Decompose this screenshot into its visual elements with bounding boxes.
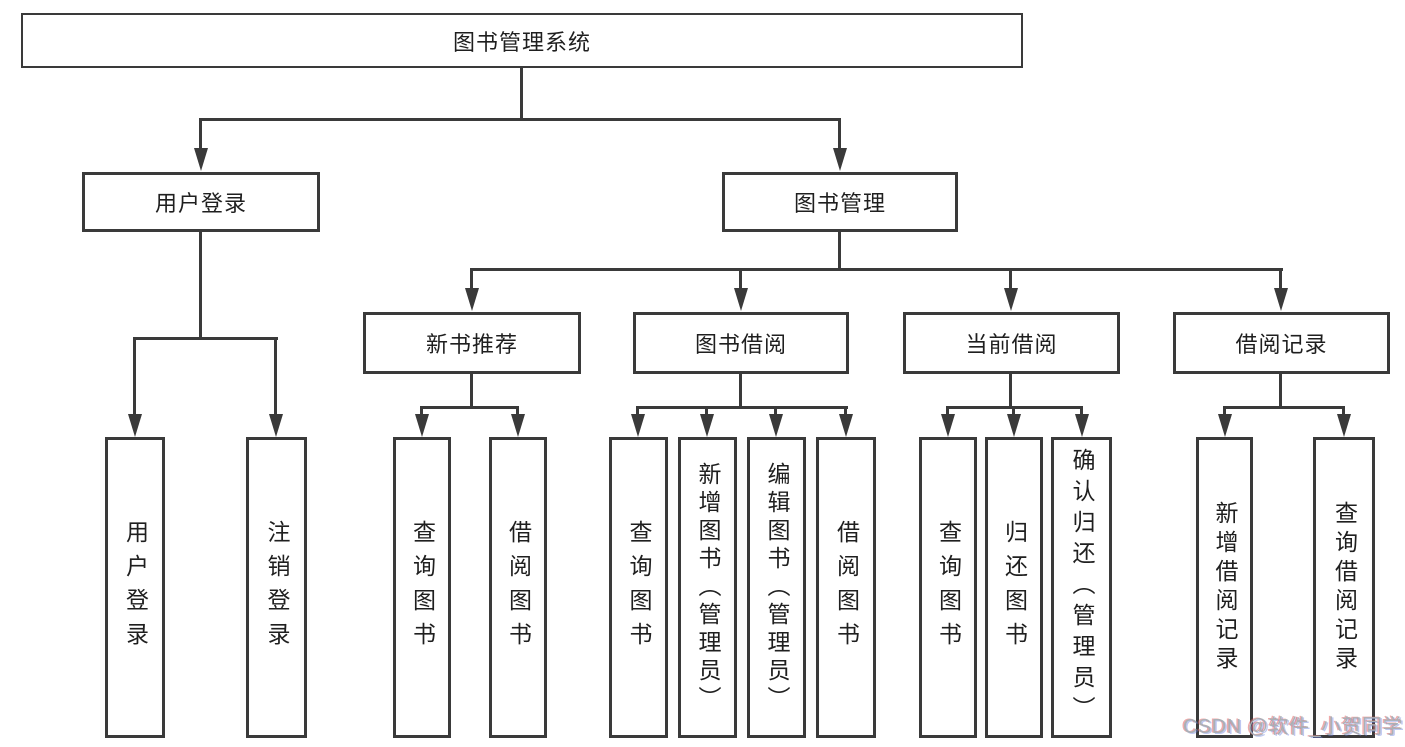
connector-current-borrow-stem: [1009, 374, 1012, 408]
connector-borrow-record-hbar: [1223, 406, 1345, 409]
arrowhead-current-borrow: [1004, 288, 1018, 311]
leaf-user-login-label: 用户登录: [122, 519, 149, 656]
arrowhead-borrow-record: [1274, 288, 1288, 311]
connector-root-stem: [520, 68, 523, 120]
node-user-login: 用户登录: [82, 172, 320, 232]
arrowhead-book-mgmt: [833, 148, 847, 171]
connector-book-borrow-hbar: [636, 406, 848, 409]
leaf-borrow-book-1-label: 借阅图书: [505, 519, 532, 656]
leaf-return-book: 归还图书: [985, 437, 1043, 738]
leaf-add-book-admin: 新增图书（管理员）: [678, 437, 737, 738]
arrowhead-leaf-borrow1: [511, 414, 525, 437]
node-borrow-record: 借阅记录: [1173, 312, 1390, 374]
leaf-borrow-book-2-label: 借阅图书: [833, 519, 860, 656]
leaf-query-book-3-label: 查询图书: [935, 519, 962, 656]
leaf-edit-book-admin-label: 编辑图书（管理员）: [764, 461, 790, 714]
connector-user-login-stem: [199, 232, 202, 339]
connector-to-leaf-user-login: [133, 337, 136, 416]
connector-to-borrow-record: [1279, 268, 1282, 290]
connector-to-leaf-add-record: [1223, 406, 1226, 416]
leaf-query-borrow-record-label: 查询借阅记录: [1331, 500, 1358, 675]
leaf-logout-label: 注销登录: [264, 519, 290, 656]
arrowhead-leaf-add-book: [700, 414, 714, 437]
leaf-edit-book-admin: 编辑图书（管理员）: [747, 437, 806, 738]
leaf-borrow-book-1: 借阅图书: [489, 437, 547, 738]
leaf-query-book-3: 查询图书: [919, 437, 977, 738]
arrowhead-book-borrow: [734, 288, 748, 311]
connector-book-borrow-stem: [739, 374, 742, 408]
connector-to-leaf-edit-book: [774, 406, 777, 416]
leaf-add-book-admin-label: 新增图书（管理员）: [695, 461, 721, 714]
arrowhead-leaf-borrow2: [839, 414, 853, 437]
connector-to-current-borrow: [1009, 268, 1012, 290]
node-root-label: 图书管理系统: [452, 29, 591, 55]
leaf-logout: 注销登录: [246, 437, 307, 738]
connector-borrow-record-stem: [1279, 374, 1282, 408]
node-book-management-label: 图书管理: [793, 191, 886, 216]
arrowhead-new-book: [465, 288, 479, 311]
leaf-confirm-return-admin: 确认归还（管理员）: [1051, 437, 1112, 738]
connector-to-leaf-logout: [274, 337, 277, 416]
node-new-book-recommend: 新书推荐: [363, 312, 581, 374]
arrowhead-leaf-query1: [415, 414, 429, 437]
connector-to-leaf-query1: [420, 406, 423, 416]
node-book-borrow: 图书借阅: [633, 312, 849, 374]
node-current-borrow-label: 当前借阅: [965, 332, 1058, 357]
node-book-borrow-label: 图书借阅: [694, 332, 787, 357]
connector-root-to-user-login: [199, 118, 202, 152]
leaf-query-borrow-record: 查询借阅记录: [1313, 437, 1375, 738]
leaf-add-borrow-record: 新增借阅记录: [1196, 437, 1253, 738]
arrowhead-leaf-user-login: [128, 414, 142, 437]
leaf-return-book-label: 归还图书: [1001, 519, 1028, 656]
arrowhead-leaf-edit-book: [769, 414, 783, 437]
arrowhead-leaf-query2: [631, 414, 645, 437]
csdn-watermark: CSDN @软件_小贺同学: [1183, 716, 1404, 738]
leaf-user-login: 用户登录: [105, 437, 165, 738]
node-current-borrow: 当前借阅: [903, 312, 1120, 374]
connector-new-book-stem: [470, 374, 473, 408]
connector-root-hbar: [199, 118, 841, 121]
connector-user-login-hbar: [133, 337, 278, 340]
node-book-management: 图书管理: [722, 172, 958, 232]
leaf-query-book-2: 查询图书: [609, 437, 668, 738]
leaf-query-book-1: 查询图书: [393, 437, 451, 738]
connector-to-leaf-confirm-return: [1080, 406, 1083, 416]
arrowhead-leaf-query3: [941, 414, 955, 437]
leaf-add-borrow-record-label: 新增借阅记录: [1212, 500, 1238, 675]
connector-to-new-book: [470, 268, 473, 290]
node-borrow-record-label: 借阅记录: [1235, 332, 1328, 357]
connector-to-leaf-query3: [946, 406, 949, 416]
connector-to-leaf-query2: [636, 406, 639, 416]
connector-to-book-borrow: [739, 268, 742, 290]
connector-to-leaf-borrow1: [516, 406, 519, 416]
connector-to-leaf-add-book: [705, 406, 708, 416]
node-root: 图书管理系统: [21, 13, 1023, 68]
connector-book-mgmt-stem: [838, 232, 841, 270]
connector-new-book-hbar: [420, 406, 519, 409]
leaf-query-book-2-label: 查询图书: [626, 519, 652, 656]
arrowhead-leaf-confirm-return: [1075, 414, 1089, 437]
connector-to-leaf-borrow2: [844, 406, 847, 416]
arrowhead-leaf-query-record: [1337, 414, 1351, 437]
connector-root-to-book-mgmt: [838, 118, 841, 152]
connector-to-leaf-query-record: [1342, 406, 1345, 416]
arrowhead-user-login: [194, 148, 208, 171]
leaf-confirm-return-admin-label: 确认归还（管理员）: [1069, 448, 1095, 727]
connector-book-mgmt-hbar: [470, 268, 1283, 271]
node-user-login-label: 用户登录: [154, 191, 247, 216]
leaf-query-book-1-label: 查询图书: [409, 519, 436, 656]
arrowhead-leaf-add-record: [1218, 414, 1232, 437]
leaf-borrow-book-2: 借阅图书: [816, 437, 876, 738]
arrowhead-leaf-logout: [269, 414, 283, 437]
node-new-book-recommend-label: 新书推荐: [425, 332, 518, 357]
connector-to-leaf-return: [1012, 406, 1015, 416]
arrowhead-leaf-return: [1007, 414, 1021, 437]
